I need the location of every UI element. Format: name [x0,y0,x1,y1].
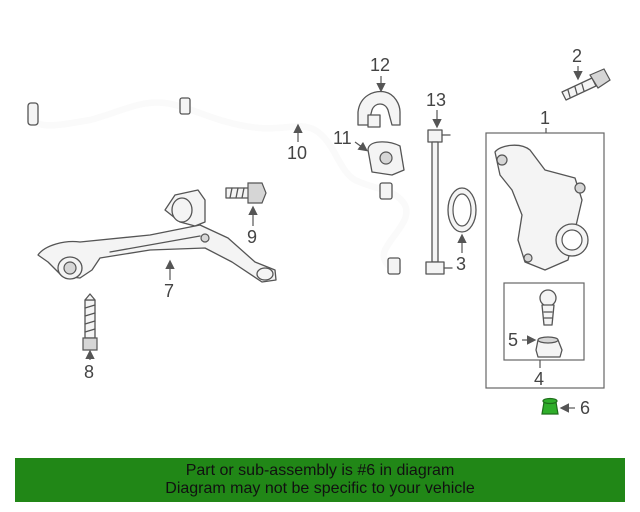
bushing-bracket[interactable] [357,90,401,128]
callout-3: 3 [456,254,466,274]
bolt-9[interactable] [225,182,267,204]
callout-4: 4 [534,369,544,389]
callout-11: 11 [333,128,352,148]
ball-joint-frame [503,282,585,361]
banner-line-1: Part or sub-assembly is #6 in diagram [185,462,455,479]
stabilizer-bar[interactable] [26,97,410,275]
parts-diagram: 1 2 3 4 5 6 7 8 9 10 11 12 13 [26,46,611,418]
dust-seal[interactable] [447,187,477,233]
callout-2: 2 [572,46,582,66]
stabilizer-bushing[interactable] [367,141,405,176]
lower-control-arm[interactable] [37,189,277,283]
callout-8: 8 [84,362,94,382]
callout-7: 7 [164,281,174,301]
banner-line-2: Diagram may not be specific to your vehi… [165,480,475,497]
ball-joint-boot[interactable] [535,336,563,358]
callout-10: 10 [287,143,307,163]
callout-9: 9 [247,227,257,247]
leader-lines [85,66,583,413]
callout-12: 12 [370,55,390,75]
steering-knuckle[interactable] [494,144,589,271]
bolt-8[interactable] [82,293,98,351]
info-banner: Part or sub-assembly is #6 in diagram Di… [15,458,625,502]
knuckle-frame [485,132,605,389]
highlighted-part-6[interactable] [541,397,559,415]
callout-5: 5 [508,330,518,350]
callout-1: 1 [540,108,550,128]
ball-joint[interactable] [539,289,557,326]
bolt-2[interactable] [561,68,611,101]
callout-6: 6 [580,398,590,418]
stabilizer-link[interactable] [425,129,453,275]
callout-13: 13 [426,90,446,110]
